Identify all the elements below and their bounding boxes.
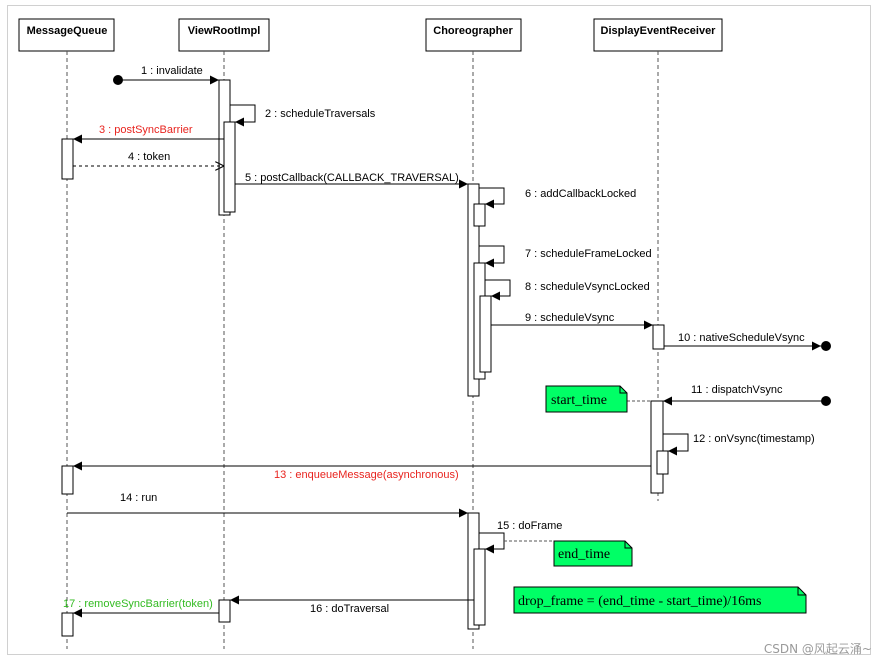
participant-viewrootimpl: ViewRootImpl <box>178 18 270 52</box>
message-label: 8 : scheduleVsyncLocked <box>525 281 650 293</box>
message-label: 14 : run <box>120 492 157 504</box>
message-1: 1 : invalidate <box>113 65 219 85</box>
message-9: 9 : scheduleVsync <box>491 312 653 330</box>
message-16: 16 : doTraversal <box>230 595 474 615</box>
message-4: 4 : token <box>73 151 224 166</box>
participant-label: ViewRootImpl <box>188 25 261 37</box>
message-7: 7 : scheduleFrameLocked <box>479 245 652 268</box>
participant-messagequeue: MessageQueue <box>18 18 115 52</box>
activation-bar <box>652 324 665 350</box>
message-label: 1 : invalidate <box>141 65 203 77</box>
message-15: 15 : doFrame <box>479 520 562 554</box>
message-label: 12 : onVsync(timestamp) <box>693 433 815 445</box>
participant-displayeventreceiver: DisplayEventReceiver <box>593 18 723 52</box>
message-3: 3 : postSyncBarrier <box>73 124 224 144</box>
activation-bar <box>479 295 492 373</box>
activation-bar <box>218 599 231 623</box>
message-label: 17 : removeSyncBarrier(token) <box>63 598 213 610</box>
message-label: 11 : dispatchVsync <box>691 384 783 396</box>
activation-bar <box>61 138 74 180</box>
message-label: 5 : postCallback(CALLBACK_TRAVERSAL) <box>245 172 459 184</box>
sequence-diagram: MessageQueue ViewRootImpl Choreographer … <box>18 18 831 649</box>
activation-bar <box>61 465 74 495</box>
message-label: 7 : scheduleFrameLocked <box>525 248 652 260</box>
note-label: drop_frame = (end_time - start_time)/16m… <box>518 594 762 609</box>
activation-bar <box>473 203 486 227</box>
message-label: 2 : scheduleTraversals <box>265 108 376 120</box>
message-8: 8 : scheduleVsyncLocked <box>485 279 650 301</box>
activation-bar <box>61 612 74 637</box>
message-17: 17 : removeSyncBarrier(token) <box>63 598 219 618</box>
participant-label: Choreographer <box>433 25 513 37</box>
note-end-time: end_time <box>504 540 633 567</box>
message-13: 13 : enqueueMessage(asynchronous) <box>73 461 651 481</box>
message-14: 14 : run <box>67 492 468 518</box>
message-5: 5 : postCallback(CALLBACK_TRAVERSAL) <box>235 172 468 189</box>
participant-label: MessageQueue <box>27 25 108 37</box>
activation-bar <box>223 121 236 213</box>
message-label: 6 : addCallbackLocked <box>525 188 636 200</box>
message-12: 12 : onVsync(timestamp) <box>663 433 815 456</box>
activation-boxes <box>61 79 669 637</box>
note-drop-frame: drop_frame = (end_time - start_time)/16m… <box>513 586 807 614</box>
message-label: 4 : token <box>128 151 170 163</box>
activation-bar <box>650 400 664 494</box>
participant-label: DisplayEventReceiver <box>601 25 717 37</box>
message-label: 9 : scheduleVsync <box>525 312 615 324</box>
note-start-time: start_time <box>545 385 651 413</box>
message-10: 10 : nativeScheduleVsync <box>664 332 831 351</box>
watermark: CSDN @风起云涌~ <box>763 642 872 656</box>
diagram-frame: MessageQueue ViewRootImpl Choreographer … <box>7 5 871 655</box>
activation-bar <box>656 450 669 475</box>
message-label: 3 : postSyncBarrier <box>99 124 193 136</box>
message-2: 2 : scheduleTraversals <box>230 104 376 127</box>
message-label: 16 : doTraversal <box>310 603 389 615</box>
message-label: 15 : doFrame <box>497 520 562 532</box>
message-label: 10 : nativeScheduleVsync <box>678 332 805 344</box>
note-label: start_time <box>551 393 607 408</box>
participant-choreographer: Choreographer <box>425 18 522 52</box>
activation-bar <box>473 548 486 626</box>
message-11: 11 : dispatchVsync <box>663 384 831 406</box>
message-label: 13 : enqueueMessage(asynchronous) <box>274 469 459 481</box>
note-label: end_time <box>558 547 610 562</box>
message-6: 6 : addCallbackLocked <box>479 187 636 209</box>
